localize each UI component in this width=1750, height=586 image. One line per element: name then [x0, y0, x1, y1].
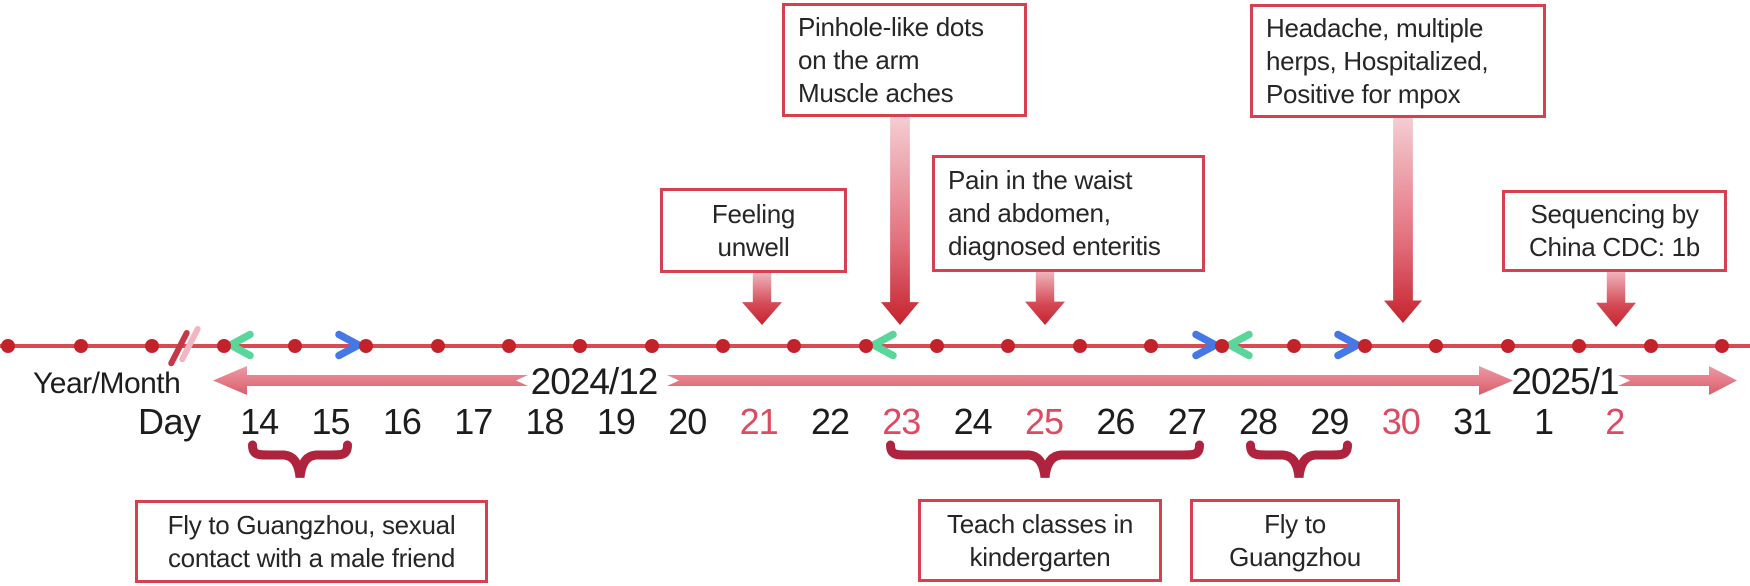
day-label-21: 21: [739, 401, 779, 442]
month-label-2024-12: 2024/12: [530, 361, 659, 402]
callout-arrow-pain-enteritis: [1025, 272, 1065, 325]
callout-line: contact with a male friend: [167, 542, 455, 573]
callout-line: Pinhole-like dots: [798, 11, 984, 42]
callout-line: Fly to: [1264, 508, 1326, 539]
timeline-dot: [1144, 338, 1159, 353]
callout-line: Positive for mpox: [1266, 78, 1461, 109]
timeline-dot: [287, 338, 302, 353]
month-arrow-right-2024-12: [667, 366, 1513, 395]
callout-line: on the arm: [798, 44, 920, 75]
day-label-2: 2: [1605, 401, 1625, 442]
callout-arrow-headache-hospitalized: [1384, 118, 1422, 323]
day-label-31: 31: [1453, 401, 1492, 442]
callout-line: Headache, multiple: [1266, 12, 1484, 43]
timeline-dot: [715, 338, 730, 353]
timeline-dot: [930, 338, 944, 353]
day-label-29: 29: [1310, 401, 1349, 442]
day-label-22: 22: [810, 401, 850, 442]
callout-line: Guangzhou: [1229, 541, 1361, 572]
callout-line: kindergarten: [969, 541, 1111, 572]
timeline-dot: [430, 338, 445, 353]
timeline-dot: [1, 338, 15, 353]
day-label-18: 18: [525, 401, 565, 442]
day-label-25: 25: [1024, 401, 1064, 442]
day-label-15: 15: [311, 401, 350, 442]
day-label-30: 30: [1381, 401, 1421, 442]
day-label-28: 28: [1239, 401, 1278, 442]
timeline-dot: [573, 338, 588, 353]
timeline-dot: [787, 338, 802, 353]
callout-line: unwell: [717, 231, 790, 262]
callout-line: diagnosed enteritis: [948, 231, 1161, 261]
month-label-2025-1: 2025/1: [1511, 361, 1619, 402]
day-label-24: 24: [953, 401, 993, 442]
callout-line: Muscle aches: [798, 77, 954, 108]
timeline-dot: [359, 338, 374, 353]
day-label-26: 26: [1096, 401, 1135, 442]
brace-dec28-29: [1246, 440, 1352, 479]
timeline-dot: [1286, 338, 1301, 353]
timeline-dot: [1358, 338, 1373, 353]
day-label-1: 1: [1533, 401, 1554, 442]
callout-line: China CDC: 1b: [1529, 232, 1700, 262]
callout-line: Fly to Guangzhou, sexual: [167, 509, 456, 540]
day-label-14: 14: [240, 401, 279, 442]
timeline-dot: [144, 338, 159, 353]
callout-arrow-pinhole-dots: [881, 117, 919, 325]
brace-dec14-15: [248, 440, 352, 479]
day-axis-label: Day: [138, 401, 201, 442]
timeline-dot: [1714, 338, 1729, 353]
callout-line: Pain in the waist: [948, 165, 1133, 195]
timeline-dot: [1072, 338, 1087, 353]
brace-dec23-27: [886, 440, 1204, 479]
day-label-17: 17: [454, 401, 493, 442]
callout-arrow-feeling-unwell: [742, 273, 782, 325]
timeline-dot: [1643, 338, 1658, 353]
callout-arrow-sequencing-cdc: [1596, 272, 1636, 327]
timeline-dot: [644, 338, 659, 353]
timeline-dot: [501, 338, 516, 353]
timeline-dot: [1500, 338, 1515, 353]
timeline-dot: [1429, 338, 1444, 353]
day-label-20: 20: [668, 401, 707, 442]
day-label-23: 23: [882, 401, 921, 442]
callout-line: herps, Hospitalized,: [1266, 45, 1489, 76]
timeline-dot: [216, 338, 231, 353]
timeline-dot: [73, 338, 88, 353]
timeline-dot: [858, 338, 873, 353]
day-label-19: 19: [596, 401, 636, 442]
callout-line: Sequencing by: [1530, 199, 1699, 229]
travel-arrow-dec23-27: [869, 330, 1220, 360]
month-arrow-left-2024-12: [213, 366, 528, 395]
month-arrow-right-2025-1: [1618, 366, 1737, 395]
year-month-axis-label: Year/Month: [33, 367, 181, 400]
callout-line: and abdomen,: [948, 198, 1111, 228]
timeline-dot: [1001, 338, 1016, 353]
callout-line: Feeling: [711, 198, 796, 229]
day-label-27: 27: [1167, 401, 1207, 442]
day-label-16: 16: [382, 401, 422, 442]
timeline-dot: [1215, 338, 1230, 353]
callout-line: Teach classes in: [947, 508, 1133, 539]
timeline-dot: [1572, 338, 1587, 353]
